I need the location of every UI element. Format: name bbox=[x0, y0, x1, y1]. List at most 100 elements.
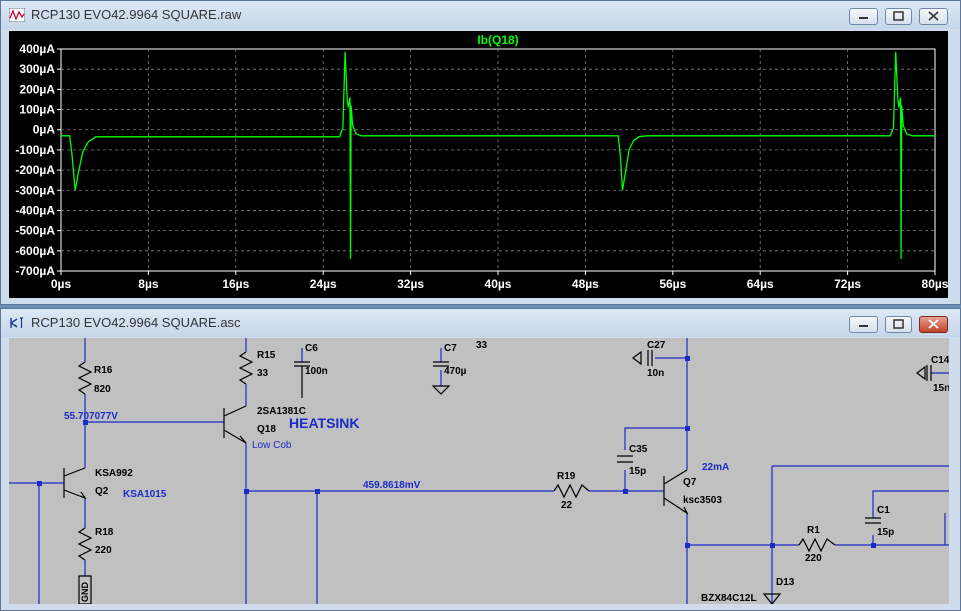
y-tick-label: -300µA bbox=[15, 183, 55, 197]
y-tick-label: 200µA bbox=[19, 82, 55, 96]
schematic-canvas[interactable]: R16 820 55.707077V R15 33 C6 100n C7 470… bbox=[9, 338, 949, 604]
q2-label: Q2 bbox=[95, 486, 109, 497]
c6-label: C6 bbox=[305, 343, 318, 354]
r19-value: 22 bbox=[561, 500, 573, 511]
c27-capacitor bbox=[647, 350, 653, 366]
wires bbox=[9, 338, 949, 604]
r18-value: 220 bbox=[95, 545, 112, 556]
c6-capacitor bbox=[294, 361, 310, 398]
maximize-button[interactable] bbox=[885, 316, 912, 333]
x-tick-label: 56µs bbox=[659, 277, 686, 291]
c1-capacitor bbox=[865, 517, 881, 524]
schematic-app-icon bbox=[10, 317, 23, 328]
minimize-icon bbox=[859, 17, 868, 19]
c7-value: 470µ bbox=[444, 366, 467, 377]
r1-label: R1 bbox=[807, 525, 820, 536]
q7-current-label: 22mA bbox=[702, 462, 730, 473]
c14-capacitor bbox=[926, 365, 932, 381]
c7-label: C7 bbox=[444, 343, 457, 354]
heatsink-label: HEATSINK bbox=[289, 415, 360, 431]
c35-capacitor bbox=[617, 455, 633, 463]
r16-label: R16 bbox=[94, 365, 113, 376]
schematic-titlebar[interactable]: RCP130 EVO42.9964 SQUARE.asc bbox=[1, 309, 960, 337]
c35-label: C35 bbox=[629, 444, 648, 455]
x-tick-label: 64µs bbox=[747, 277, 774, 291]
node-voltage-label: 55.707077V bbox=[64, 411, 118, 422]
c7-extra-label: 33 bbox=[476, 340, 488, 351]
c27-label: C27 bbox=[647, 340, 666, 351]
close-icon bbox=[928, 11, 939, 21]
q18-part-label: 2SA1381C bbox=[257, 406, 306, 417]
waveform-app-icon bbox=[9, 8, 25, 22]
schematic-window: RCP130 EVO42.9964 SQUARE.asc bbox=[0, 308, 961, 611]
waveform-window-title: RCP130 EVO42.9964 SQUARE.raw bbox=[31, 7, 242, 22]
waveform-titlebar[interactable]: RCP130 EVO42.9964 SQUARE.raw bbox=[1, 1, 960, 29]
r15-resistor bbox=[238, 351, 254, 385]
junction-dots bbox=[37, 356, 876, 548]
x-tick-label: 0µs bbox=[51, 277, 72, 291]
series-line-ib-q18[interactable] bbox=[61, 51, 935, 259]
y-tick-label: -700µA bbox=[15, 264, 55, 278]
gnd-label: GND bbox=[80, 582, 90, 602]
d13-part-label: BZX84C12L bbox=[701, 593, 757, 604]
r1-value: 220 bbox=[805, 553, 822, 564]
schematic-drawing bbox=[9, 338, 949, 604]
trace-label[interactable]: Ib(Q18) bbox=[477, 33, 518, 47]
c7-ground bbox=[431, 385, 451, 395]
q18-note-label: Low Cob bbox=[252, 440, 292, 451]
close-icon bbox=[928, 319, 939, 329]
c7-capacitor bbox=[433, 361, 449, 367]
gnd-flag bbox=[78, 575, 92, 604]
maximize-icon bbox=[893, 11, 904, 21]
minimize-button[interactable] bbox=[849, 8, 878, 25]
q18-label: Q18 bbox=[257, 424, 276, 435]
q7-part-label: ksc3503 bbox=[683, 495, 722, 506]
r18-resistor bbox=[77, 527, 93, 561]
x-tick-label: 40µs bbox=[485, 277, 512, 291]
x-tick-label: 48µs bbox=[572, 277, 599, 291]
schematic-window-title: RCP130 EVO42.9964 SQUARE.asc bbox=[31, 315, 241, 330]
y-tick-label: 400µA bbox=[19, 42, 55, 56]
close-button[interactable] bbox=[919, 316, 948, 333]
node-voltage-label: 459.8618mV bbox=[363, 480, 421, 491]
y-tick-label: -500µA bbox=[15, 224, 55, 238]
d13-label: D13 bbox=[776, 577, 795, 588]
c27-flag bbox=[632, 350, 642, 366]
y-tick-label: 300µA bbox=[19, 62, 55, 76]
c35-value: 15p bbox=[629, 466, 647, 477]
q2-transistor bbox=[63, 467, 87, 500]
r18-label: R18 bbox=[95, 527, 114, 538]
c14-flag bbox=[916, 365, 926, 381]
r15-label: R15 bbox=[257, 350, 276, 361]
close-button[interactable] bbox=[919, 8, 948, 25]
c1-label: C1 bbox=[877, 505, 890, 516]
y-tick-label: -100µA bbox=[15, 143, 55, 157]
r19-label: R19 bbox=[557, 471, 576, 482]
c14-value: 15n bbox=[933, 383, 949, 394]
x-tick-label: 8µs bbox=[138, 277, 159, 291]
y-tick-label: 0µA bbox=[33, 123, 56, 137]
y-tick-label: 100µA bbox=[19, 103, 55, 117]
q2-part-label: KSA992 bbox=[95, 468, 133, 479]
components bbox=[63, 350, 932, 604]
x-tick-label: 32µs bbox=[397, 277, 424, 291]
q7-label: Q7 bbox=[683, 477, 697, 488]
d13-diode bbox=[762, 593, 782, 604]
r16-value: 820 bbox=[94, 384, 111, 395]
q7-transistor bbox=[663, 469, 689, 515]
c6-value: 100n bbox=[305, 366, 328, 377]
r19-resistor bbox=[553, 483, 590, 499]
x-tick-label: 24µs bbox=[310, 277, 337, 291]
c27-value: 10n bbox=[647, 368, 665, 379]
c1-value: 15p bbox=[877, 527, 895, 538]
q18-transistor bbox=[223, 405, 247, 444]
r16-resistor bbox=[77, 361, 93, 395]
y-tick-label: -200µA bbox=[15, 163, 55, 177]
minimize-icon bbox=[859, 325, 868, 327]
minimize-button[interactable] bbox=[849, 316, 878, 333]
maximize-button[interactable] bbox=[885, 8, 912, 25]
x-tick-label: 80µs bbox=[922, 277, 948, 291]
maximize-icon bbox=[893, 319, 904, 329]
